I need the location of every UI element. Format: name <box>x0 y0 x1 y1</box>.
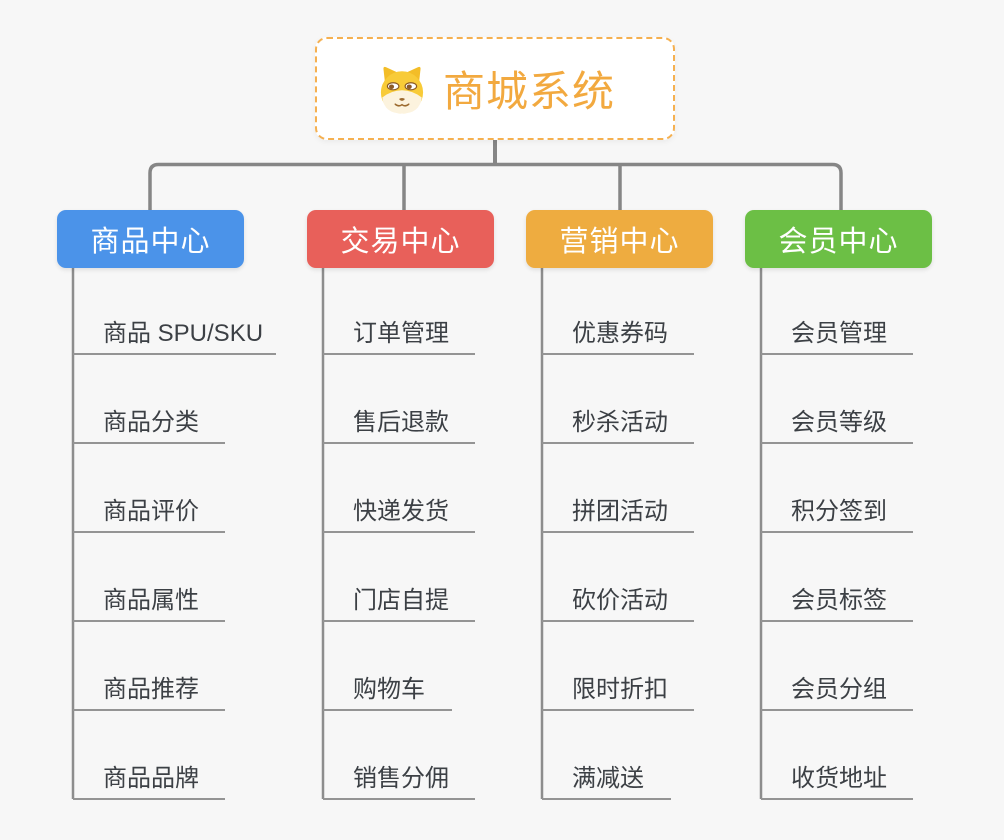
leaf-item[interactable]: 会员管理 <box>761 312 913 355</box>
leaf-item[interactable]: 商品属性 <box>73 579 225 622</box>
leaf-item[interactable]: 收货地址 <box>761 757 913 800</box>
branch-node-product-center[interactable]: 商品中心 <box>57 210 244 268</box>
leaf-item[interactable]: 门店自提 <box>323 579 475 622</box>
shiba-dog-icon <box>380 66 424 113</box>
leaf-item[interactable]: 商品评价 <box>73 490 225 533</box>
leaf-item[interactable]: 商品分类 <box>73 401 225 444</box>
leaf-item[interactable]: 拼团活动 <box>542 490 694 533</box>
branch-label: 营销中心 <box>559 226 680 258</box>
leaf-item[interactable]: 积分签到 <box>761 490 913 533</box>
branch-node-marketing-center[interactable]: 营销中心 <box>526 210 713 268</box>
branch-label: 交易中心 <box>340 226 461 258</box>
leaf-item[interactable]: 会员分组 <box>761 668 913 711</box>
branch-label: 会员中心 <box>778 226 899 258</box>
leaf-item[interactable]: 商品推荐 <box>73 668 225 711</box>
leaf-item[interactable]: 售后退款 <box>323 401 475 444</box>
leaf-item[interactable]: 会员等级 <box>761 401 913 444</box>
leaf-item[interactable]: 商品品牌 <box>73 757 225 800</box>
leaf-item[interactable]: 销售分佣 <box>323 757 475 800</box>
root-title: 商城系统 <box>442 68 615 115</box>
branch-label: 商品中心 <box>90 226 211 258</box>
leaf-item[interactable]: 秒杀活动 <box>542 401 694 444</box>
branch-node-member-center[interactable]: 会员中心 <box>745 210 932 268</box>
leaf-item[interactable]: 快递发货 <box>323 490 475 533</box>
leaf-item[interactable]: 满减送 <box>542 757 671 800</box>
leaf-item[interactable]: 限时折扣 <box>542 668 694 711</box>
leaf-item[interactable]: 优惠券码 <box>542 312 694 355</box>
leaf-item[interactable]: 订单管理 <box>323 312 475 355</box>
root-node[interactable]: 商城系统 <box>315 37 675 140</box>
leaf-item[interactable]: 砍价活动 <box>542 579 694 622</box>
leaf-item[interactable]: 商品 SPU/SKU <box>73 312 276 355</box>
leaf-item[interactable]: 购物车 <box>323 668 452 711</box>
leaf-item[interactable]: 会员标签 <box>761 579 913 622</box>
branch-node-trade-center[interactable]: 交易中心 <box>307 210 494 268</box>
